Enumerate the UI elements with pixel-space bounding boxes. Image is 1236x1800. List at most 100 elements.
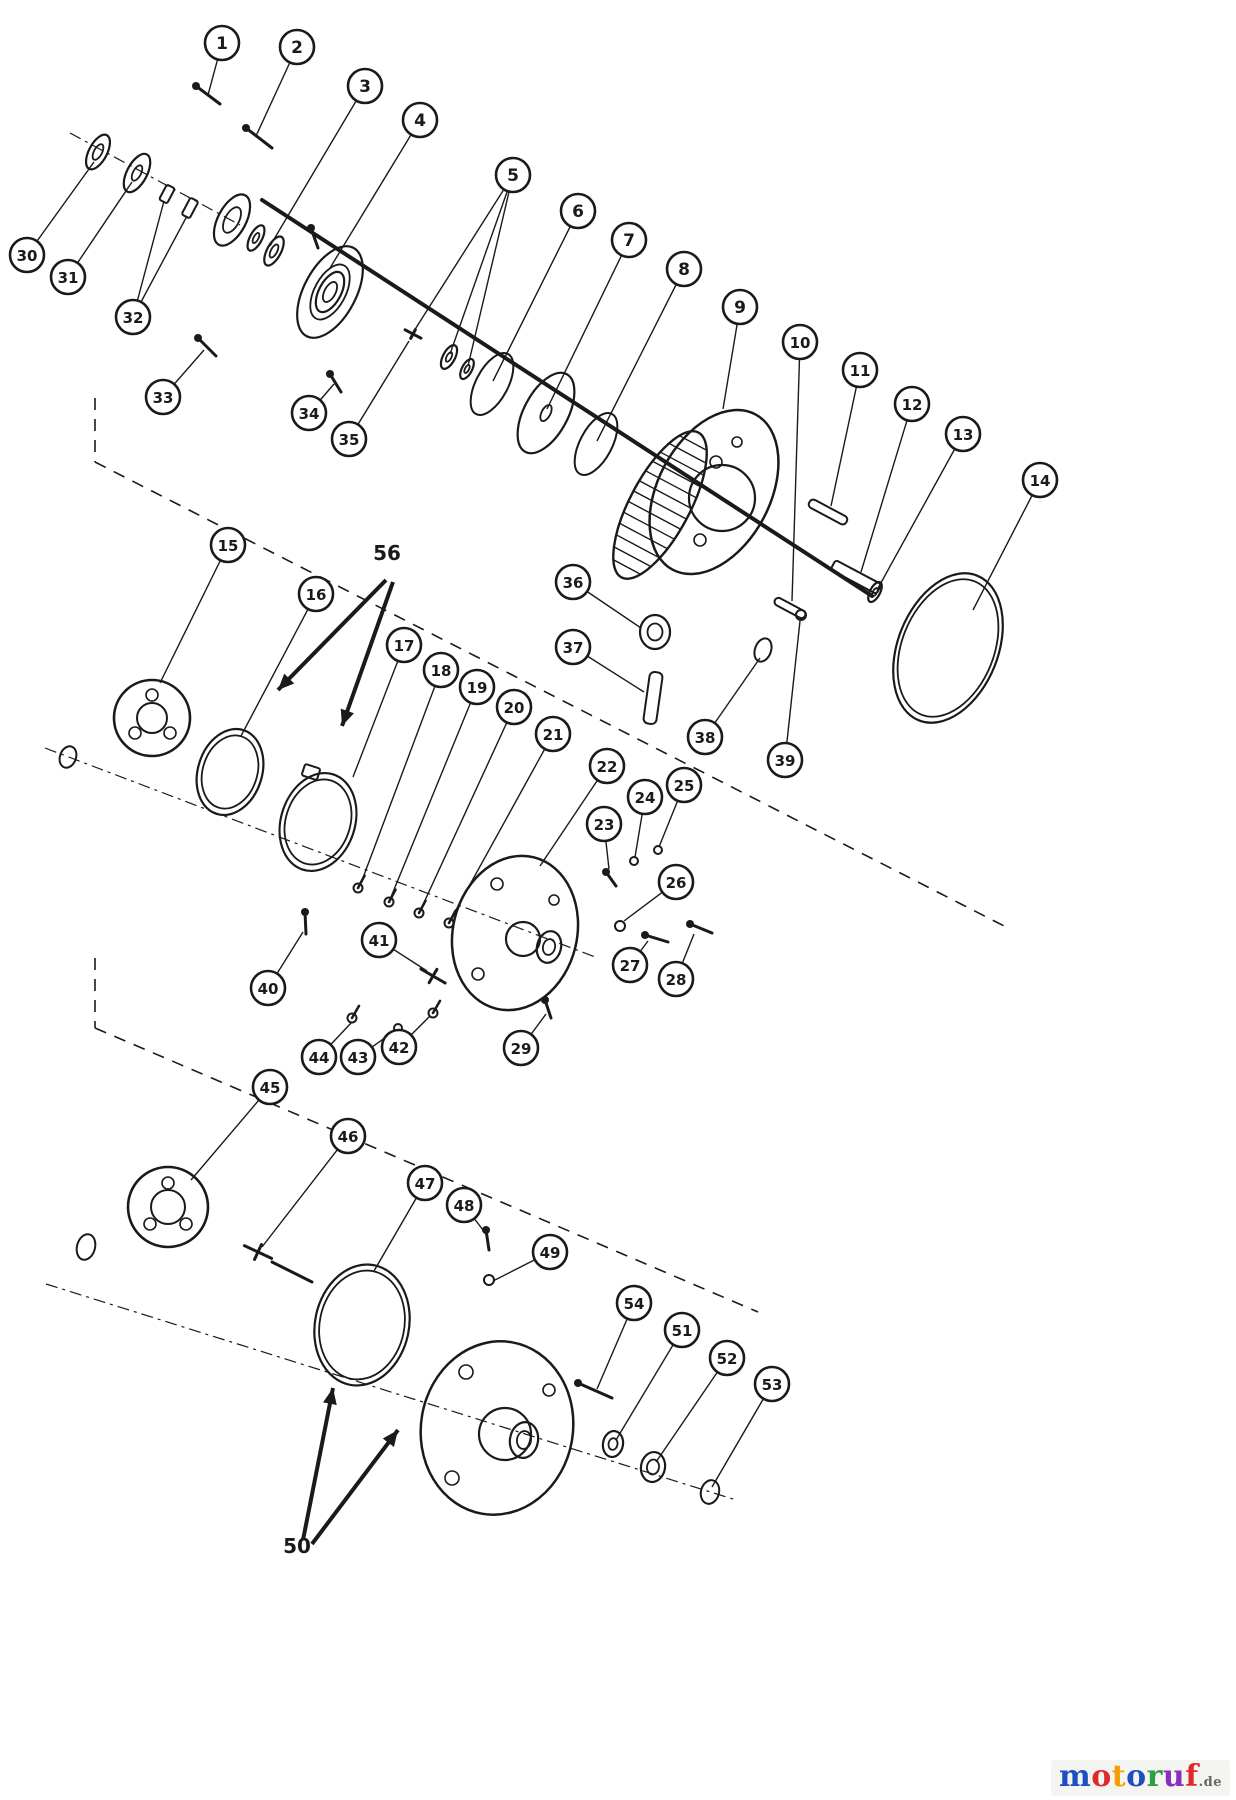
svg-text:53: 53 — [762, 1376, 783, 1394]
svg-text:30: 30 — [17, 247, 38, 265]
callout-balloon-6: 6 — [559, 192, 597, 230]
svg-text:14: 14 — [1030, 472, 1051, 490]
watermark-word: motoruf — [1059, 1759, 1199, 1794]
callout-balloon-46: 46 — [329, 1117, 367, 1155]
svg-text:36: 36 — [563, 574, 584, 592]
callout-balloon-36: 36 — [554, 563, 592, 601]
callout-balloon-49: 49 — [531, 1233, 569, 1271]
svg-text:29: 29 — [511, 1040, 532, 1058]
svg-text:41: 41 — [369, 932, 390, 950]
callout-balloon-40: 40 — [249, 969, 287, 1007]
callout-balloon-1: 1 — [203, 24, 241, 62]
callout-balloon-53: 53 — [753, 1365, 791, 1403]
callout-balloon-54: 54 — [615, 1284, 653, 1322]
callout-balloon-12: 12 — [893, 385, 931, 423]
callout-balloon-22: 22 — [588, 747, 626, 785]
watermark-letter: o — [1126, 1759, 1147, 1794]
svg-text:28: 28 — [666, 971, 687, 989]
callout-balloon-39: 39 — [766, 741, 804, 779]
svg-text:19: 19 — [467, 679, 488, 697]
callout-balloon-44: 44 — [300, 1038, 338, 1076]
svg-text:34: 34 — [299, 405, 320, 423]
callout-balloon-26: 26 — [657, 863, 695, 901]
svg-text:26: 26 — [666, 874, 687, 892]
callout-balloon-5: 5 — [494, 156, 532, 194]
callout-balloon-45: 45 — [251, 1068, 289, 1106]
callout-balloon-3: 3 — [346, 67, 384, 105]
svg-text:3: 3 — [359, 77, 371, 97]
svg-text:35: 35 — [339, 431, 360, 449]
svg-text:39: 39 — [775, 752, 796, 770]
svg-text:9: 9 — [734, 298, 746, 318]
svg-text:8: 8 — [678, 260, 690, 280]
callout-balloon-43: 43 — [339, 1038, 377, 1076]
svg-text:12: 12 — [902, 396, 923, 414]
svg-text:13: 13 — [953, 426, 974, 444]
svg-text:10: 10 — [790, 334, 811, 352]
callout-balloon-30: 30 — [8, 236, 46, 274]
callout-balloon-31: 31 — [49, 258, 87, 296]
svg-text:27: 27 — [620, 957, 641, 975]
callout-balloon-37: 37 — [554, 628, 592, 666]
svg-text:33: 33 — [153, 389, 174, 407]
svg-text:51: 51 — [672, 1322, 693, 1340]
callout-balloon-41: 41 — [360, 921, 398, 959]
svg-text:6: 6 — [572, 202, 584, 222]
svg-text:1: 1 — [216, 34, 228, 54]
svg-text:31: 31 — [58, 269, 79, 287]
svg-text:25: 25 — [674, 777, 695, 795]
svg-text:22: 22 — [597, 758, 618, 776]
svg-text:32: 32 — [123, 309, 144, 327]
svg-text:45: 45 — [260, 1079, 281, 1097]
svg-text:5: 5 — [507, 166, 519, 186]
svg-text:17: 17 — [394, 637, 415, 655]
svg-text:38: 38 — [695, 729, 716, 747]
svg-text:23: 23 — [594, 816, 615, 834]
callout-balloon-8: 8 — [665, 250, 703, 288]
svg-text:2: 2 — [291, 38, 303, 58]
callout-balloon-20: 20 — [495, 688, 533, 726]
callout-balloon-27: 27 — [611, 946, 649, 984]
callout-balloon-17: 17 — [385, 626, 423, 664]
callout-balloon-33: 33 — [144, 378, 182, 416]
callout-balloon-14: 14 — [1021, 461, 1059, 499]
svg-text:7: 7 — [623, 231, 635, 251]
plain-label-56: 56 — [373, 541, 401, 565]
svg-text:37: 37 — [563, 639, 584, 657]
svg-text:15: 15 — [218, 537, 239, 555]
watermark-letter: o — [1091, 1759, 1112, 1794]
callout-balloon-25: 25 — [665, 766, 703, 804]
callout-balloon-13: 13 — [944, 415, 982, 453]
callout-balloon-24: 24 — [626, 778, 664, 816]
svg-text:42: 42 — [389, 1039, 410, 1057]
svg-text:40: 40 — [258, 980, 279, 998]
svg-text:18: 18 — [431, 662, 452, 680]
callout-balloon-16: 16 — [297, 575, 335, 613]
callout-balloon-35: 35 — [330, 420, 368, 458]
svg-text:48: 48 — [454, 1197, 475, 1215]
svg-text:43: 43 — [348, 1049, 369, 1067]
svg-text:16: 16 — [306, 586, 327, 604]
callout-balloon-21: 21 — [534, 715, 572, 753]
callout-balloon-19: 19 — [458, 668, 496, 706]
callout-balloon-51: 51 — [663, 1311, 701, 1349]
svg-text:24: 24 — [635, 789, 656, 807]
callout-balloon-9: 9 — [721, 288, 759, 326]
callout-balloon-52: 52 — [708, 1339, 746, 1377]
svg-text:44: 44 — [309, 1049, 330, 1067]
svg-text:46: 46 — [338, 1128, 359, 1146]
watermark-letter: t — [1111, 1759, 1127, 1794]
watermark-letter: r — [1146, 1759, 1163, 1794]
callout-balloon-2: 2 — [278, 28, 316, 66]
watermark-suffix: .de — [1198, 1775, 1222, 1790]
svg-text:20: 20 — [504, 699, 525, 717]
watermark-letter: m — [1058, 1759, 1092, 1794]
callout-balloon-28: 28 — [657, 960, 695, 998]
callout-balloon-48: 48 — [445, 1186, 483, 1224]
svg-text:21: 21 — [543, 726, 564, 744]
svg-text:11: 11 — [850, 362, 871, 380]
callout-balloon-4: 4 — [401, 101, 439, 139]
callout-balloon-10: 10 — [781, 323, 819, 361]
callout-balloon-38: 38 — [686, 718, 724, 756]
